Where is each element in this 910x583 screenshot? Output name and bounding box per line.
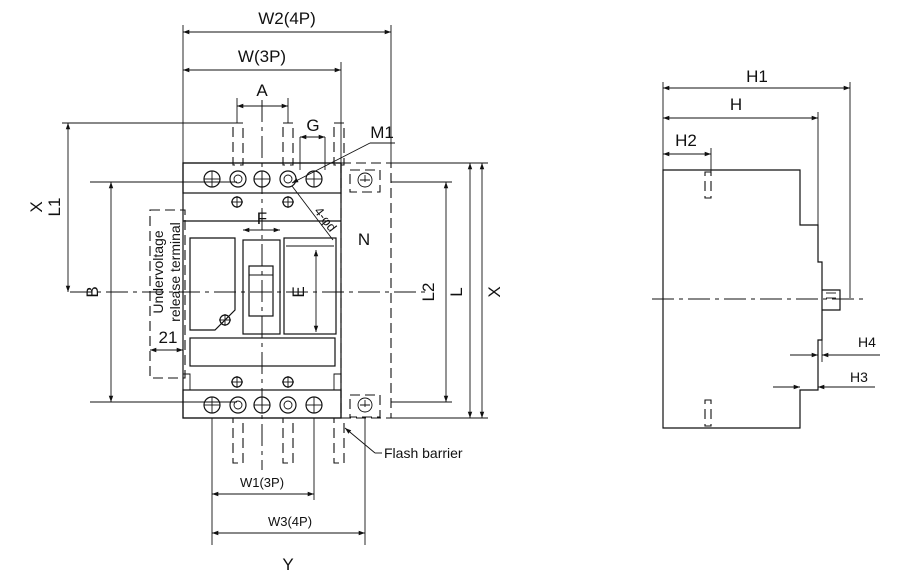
l2-label: L2 xyxy=(419,283,438,302)
dim-21-label: 21 xyxy=(159,328,178,347)
bottom-mounting-holes xyxy=(231,376,294,388)
undervoltage-terminal-box xyxy=(149,209,186,379)
flash-barrier-label: Flash barrier xyxy=(384,445,463,461)
side-view: H1 H H2 H4 H3 xyxy=(652,67,880,429)
l1-label: L1 xyxy=(45,198,64,217)
n-mark: N xyxy=(358,230,370,249)
front-view: W2(4P) W(3P) A G M1 4-φd F N X L1 B xyxy=(27,9,504,574)
h-label: H xyxy=(730,95,742,114)
side-top-stub xyxy=(704,171,712,199)
f-label: F xyxy=(257,209,267,228)
undervoltage-label-line1: Undervoltage xyxy=(150,230,166,313)
nameplate-strip xyxy=(189,337,336,367)
handle xyxy=(248,265,274,317)
top-4p-screw xyxy=(349,169,381,193)
w2-label: W2(4P) xyxy=(258,9,316,28)
b-label: B xyxy=(83,286,102,297)
h1-label: H1 xyxy=(746,67,768,86)
flash-barrier-leader xyxy=(344,427,376,454)
bottom-terminal-stubs xyxy=(232,417,345,464)
undervoltage-label-line2: release terminal xyxy=(167,222,183,322)
bottom-terminal-bar xyxy=(182,389,342,419)
e-label: E xyxy=(289,286,308,297)
a-label: A xyxy=(256,81,268,100)
g-label: G xyxy=(306,116,319,135)
bottom-4p-screw xyxy=(349,394,381,418)
w3-label: W3(4P) xyxy=(268,514,312,529)
w1-label: W1(3P) xyxy=(240,475,284,490)
top-terminal-bar xyxy=(182,162,342,194)
top-terminal-screws xyxy=(203,170,323,188)
m1-leader xyxy=(291,142,371,184)
h2-label: H2 xyxy=(675,131,697,150)
handle-housing xyxy=(242,239,281,335)
bottom-terminal-screws xyxy=(203,396,323,414)
w-label: W(3P) xyxy=(238,47,286,66)
phi-d-label: 4-φd xyxy=(311,204,340,235)
h3-label: H3 xyxy=(850,369,868,385)
right-cover xyxy=(283,237,337,335)
fourth-pole-outline xyxy=(340,162,392,419)
h4-label: H4 xyxy=(858,334,876,350)
phi-d-leader xyxy=(291,185,334,241)
x-right-label: X xyxy=(485,286,504,297)
l-label: L xyxy=(447,287,466,296)
side-bottom-stub xyxy=(704,399,712,427)
y-label: Y xyxy=(282,555,293,574)
top-mounting-holes xyxy=(231,196,294,208)
m1-label: M1 xyxy=(370,123,394,142)
x-left-label: X xyxy=(27,201,46,212)
side-handle xyxy=(822,289,841,311)
